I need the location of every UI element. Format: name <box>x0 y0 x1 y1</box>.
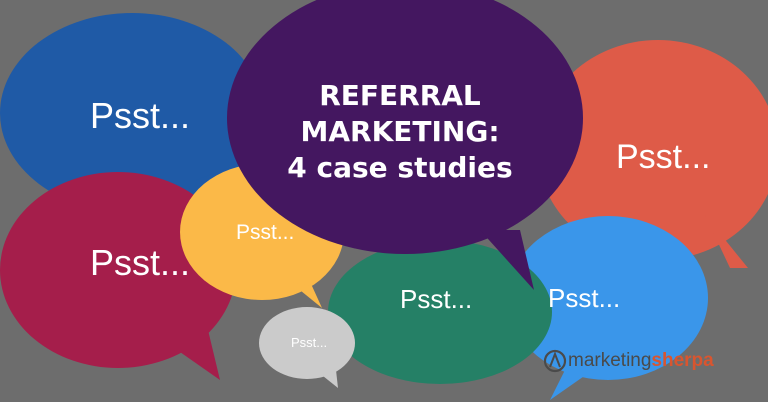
bubble-yellow-text: Psst... <box>236 221 295 244</box>
bubble-light-blue-text: Psst... <box>548 283 621 313</box>
headline-bubble <box>227 0 583 290</box>
bubble-light-blue <box>508 216 708 400</box>
sherpa-logo-icon <box>543 349 567 373</box>
headline-line-1: REFERRAL <box>319 79 481 112</box>
bubble-crimson-text: Psst... <box>90 242 191 283</box>
bubble-gray <box>259 307 355 388</box>
bubble-orange-text: Psst... <box>616 138 711 176</box>
bubble-green <box>328 240 552 384</box>
bubble-crimson <box>0 172 236 380</box>
logo-text-marketing: marketing <box>568 350 652 371</box>
headline-line-2: MARKETING: <box>300 115 500 148</box>
bubble-blue-text: Psst... <box>90 95 191 136</box>
headline-line-3: 4 case studies <box>287 151 513 184</box>
bubble-orange <box>538 40 768 268</box>
headline: REFERRAL MARKETING: 4 case studies <box>250 78 550 186</box>
bubble-green-text: Psst... <box>400 284 473 314</box>
logo-text-sherpa: sherpa <box>651 350 714 371</box>
bubble-gray-text: Psst... <box>291 335 328 350</box>
